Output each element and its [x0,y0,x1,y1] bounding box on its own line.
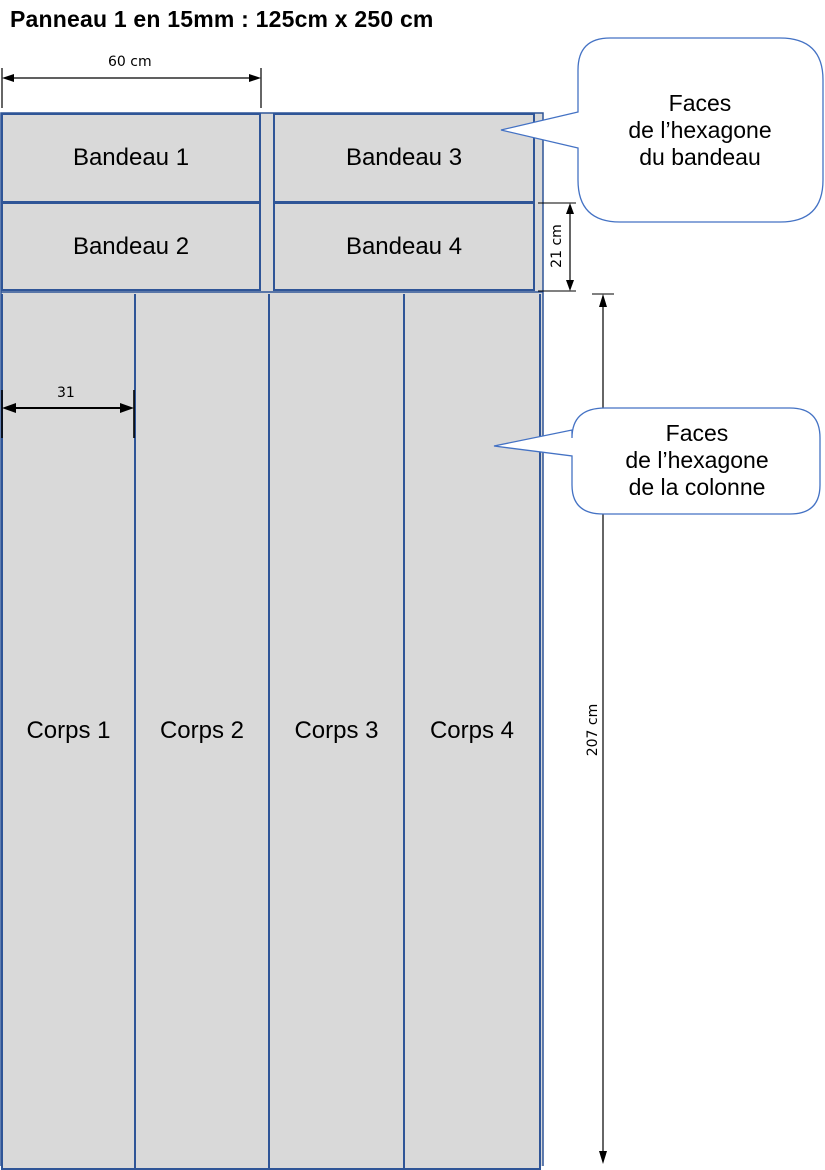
panel-bandeau-2-label: Bandeau 2 [72,232,190,260]
callout-bandeau-text: Faces de l’hexagone du bandeau [600,90,800,171]
callout-bandeau-shape [500,37,824,223]
diagram-title: Panneau 1 en 15mm : 125cm x 250 cm [10,6,434,32]
callout-colonne-text: Faces de l’hexagone de la colonne [597,420,797,501]
callout-colonne-line-3: de la colonne [628,474,766,500]
panel-corps-2: Corps 2 [134,294,270,1170]
dimension-bandeau-width [1,68,262,108]
callout-colonne-shape [493,407,821,515]
panel-bandeau-2: Bandeau 2 [1,202,261,291]
panel-bandeau-1: Bandeau 1 [1,113,261,203]
dimension-label-60cm: 60 cm [108,54,152,70]
callout-colonne-line-1: Faces [665,420,729,446]
panel-bandeau-3-label: Bandeau 3 [345,144,463,171]
panel-corps-3-label: Corps 3 [294,717,379,744]
callout-colonne-line-2: de l’hexagone [625,447,769,473]
panel-corps-3: Corps 3 [268,294,405,1170]
panel-corps-2-label: Corps 2 [159,717,245,744]
panel-corps-4-label: Corps 4 [429,717,515,744]
callout-bandeau-line-2: de l’hexagone [628,117,772,143]
callout-bandeau-line-3: du bandeau [639,144,761,170]
dimension-label-207cm: 207 cm [585,703,601,757]
dimension-label-21cm: 21 cm [549,224,565,268]
dimension-label-31: 31 [57,385,75,401]
panel-bandeau-1-label: Bandeau 1 [72,144,190,171]
dimension-bandeau-height [538,202,576,292]
panel-corps-1-label: Corps 1 [26,717,111,744]
panel-bandeau-4-label: Bandeau 4 [345,232,463,260]
callout-bandeau-line-1: Faces [668,90,732,116]
panel-corps-4: Corps 4 [403,294,541,1170]
panel-corps-1: Corps 1 [1,294,136,1170]
dimension-corps-width [1,390,135,438]
panel-bandeau-4: Bandeau 4 [273,202,535,291]
panel-bandeau-3: Bandeau 3 [273,113,535,203]
